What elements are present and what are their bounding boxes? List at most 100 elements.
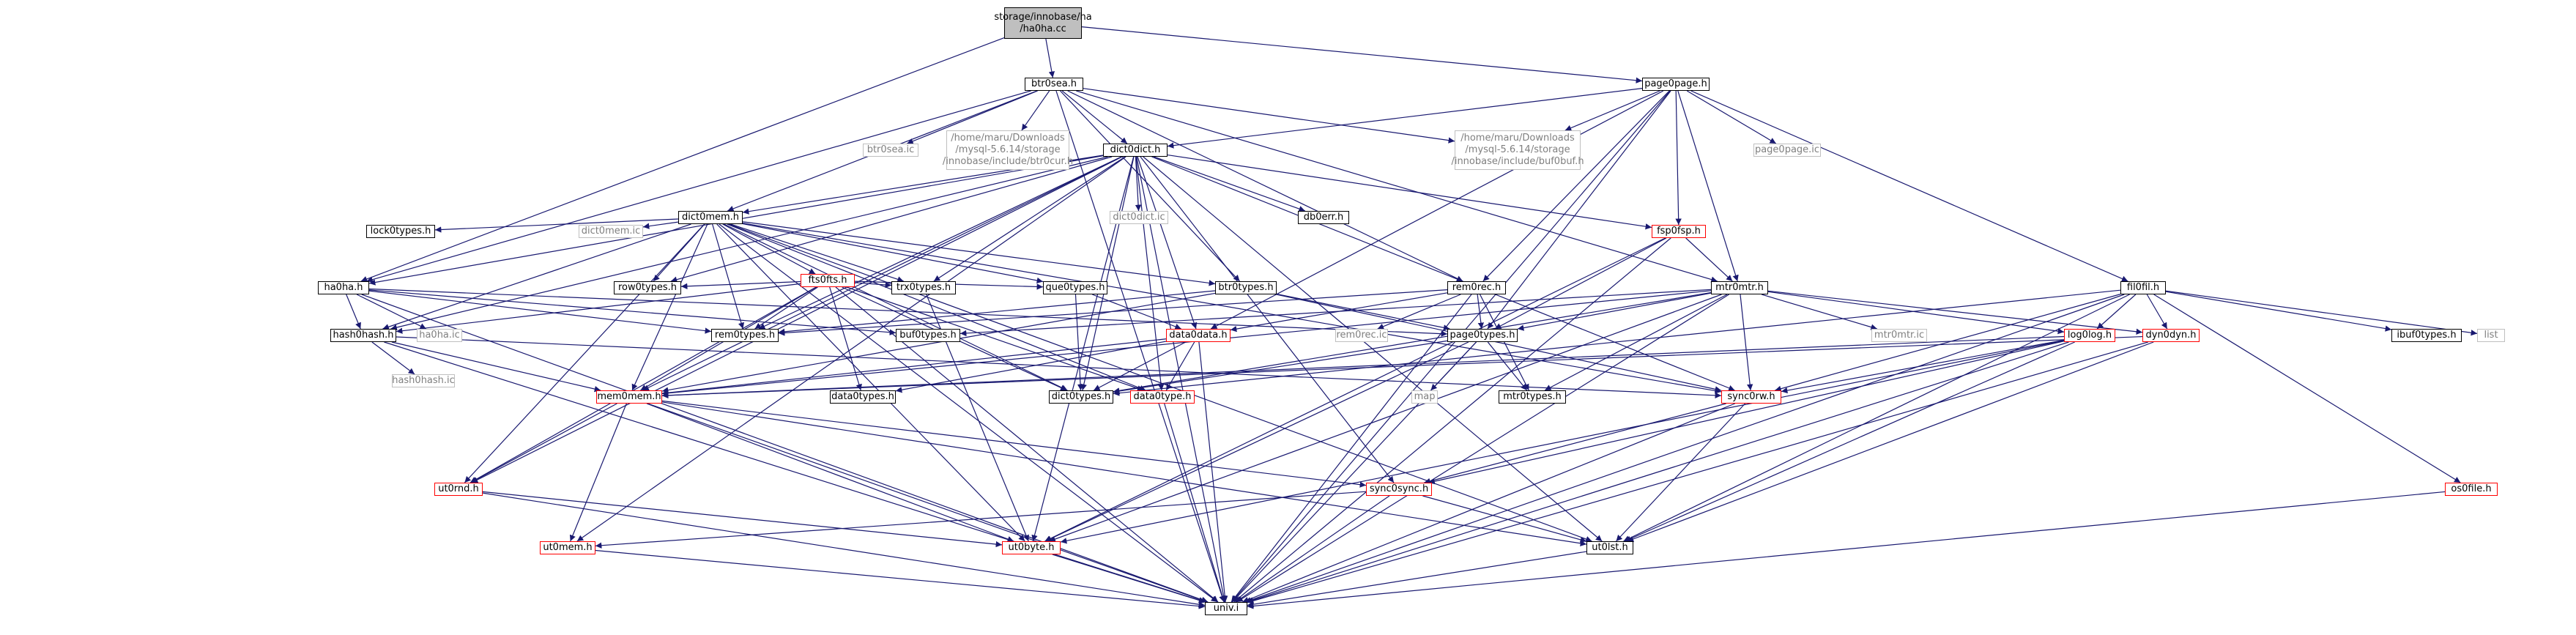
edge-dict0mem_h-to-fts0fts_h: [722, 223, 816, 275]
root-file-node: storage/innobase/ha /ha0ha.cc: [994, 7, 1092, 39]
edge-dict0mem_h-to-sync0rw_h: [742, 222, 1722, 394]
edge-data0type_h-to-univ_i: [1164, 403, 1225, 603]
edge-dict0mem_h-to-mem0mem_h: [631, 223, 708, 391]
univ-i-node[interactable]: univ.i: [1205, 602, 1247, 615]
log0log-h-node[interactable]: log0log.h: [2064, 329, 2115, 342]
page0page-h-node[interactable]: page0page.h: [1642, 78, 1710, 91]
edge-rem0rec_h-to-page0types_h: [1477, 294, 1485, 330]
edge-log0log_h-to-ut0lst_h: [1625, 341, 2075, 542]
ibuf0types-h-node[interactable]: ibuf0types.h: [2391, 329, 2462, 342]
rem0rec-h-node[interactable]: rem0rec.h: [1447, 281, 1506, 294]
edge-fts0fts_h-to-row0types_h: [680, 281, 801, 289]
edge-mtr0mtr_h-to-ut0byte_h: [1049, 294, 1722, 543]
edge-dyn0dyn_h-to-univ_i: [1247, 341, 2149, 604]
dict0types-h-node[interactable]: dict0types.h: [1049, 390, 1113, 404]
data0types-h-node[interactable]: data0types.h: [830, 390, 896, 404]
edge-sync0sync_h-to-univ_i: [1235, 495, 1390, 603]
edge-btr0sea_h-to-rem0rec_h: [1067, 90, 1463, 282]
os0file-h-node[interactable]: os0file.h: [2445, 483, 2498, 496]
edge-dict0dict_h-to-ut0rnd_h: [471, 156, 1123, 483]
edge-page0types_h-to-univ_i: [1232, 341, 1477, 603]
edge-mem0mem_h-to-ut0mem_h: [569, 403, 627, 542]
edge-mtr0mtr_h-to-mtr0types_h: [1544, 294, 1728, 391]
map-node: map: [1411, 390, 1438, 404]
edge-fts0fts_h-to-trx0types_h: [854, 281, 892, 289]
edge-btr0types_h-to-mem0mem_h: [661, 292, 1216, 393]
edge-que0types_h-to-dict0types_h: [1074, 294, 1084, 391]
edge-ha0ha_h-to-hash0hash_h: [346, 294, 361, 330]
fsp0fsp-h-node[interactable]: fsp0fsp.h: [1652, 225, 1706, 238]
edge-root-to-btr0sea_h: [1045, 38, 1055, 78]
rem0types-h-node[interactable]: rem0types.h: [711, 329, 779, 342]
edge-fil0fil_h-to-univ_i: [1244, 294, 2125, 604]
buf0buf-h-node: /home/maru/Downloads /mysql-5.6.14/stora…: [1451, 130, 1584, 170]
dict0mem-h-node[interactable]: dict0mem.h: [678, 211, 743, 224]
edge-dict0mem_h-to-btr0types_h: [742, 221, 1216, 286]
fil0fil-h-node[interactable]: fil0fil.h: [2120, 281, 2166, 294]
dyn0dyn-h-node[interactable]: dyn0dyn.h: [2142, 329, 2200, 342]
edge-mem0mem_h-to-sync0sync_h: [661, 400, 1367, 488]
edge-mem0mem_h-to-ut0rnd_h: [470, 403, 617, 483]
ut0lst-h-node[interactable]: ut0lst.h: [1586, 541, 1633, 554]
edge-dict0dict_h-to-rem0types_h: [758, 156, 1122, 330]
edge-fil0fil_h-to-os0file_h: [2153, 294, 2461, 483]
edge-data0data_h-to-mem0mem_h: [661, 338, 1167, 396]
edge-hash0hash_h-to-univ_i: [384, 341, 1206, 604]
btr0types-h-node[interactable]: btr0types.h: [1215, 281, 1277, 294]
db0err-h-node[interactable]: db0err.h: [1298, 211, 1349, 224]
edge-log0log_h-to-sync0sync_h: [1428, 341, 2065, 485]
btr0cur-h-node: /home/maru/Downloads /mysql-5.6.14/stora…: [943, 130, 1073, 170]
ut0mem-h-node[interactable]: ut0mem.h: [540, 541, 595, 554]
edge-rem0rec_h-to-rem0types_h: [778, 289, 1448, 336]
edge-dict0dict_h-to-db0err_h: [1153, 156, 1306, 212]
edge-ha0ha_h-to-buf0types_h: [368, 289, 897, 335]
row0types-h-node[interactable]: row0types.h: [614, 281, 681, 294]
ut0byte-h-node[interactable]: ut0byte.h: [1002, 541, 1061, 554]
edge-ut0byte_h-to-univ_i: [1052, 554, 1206, 604]
sync0sync-h-node[interactable]: sync0sync.h: [1366, 483, 1432, 496]
lock0types-h-node[interactable]: lock0types.h: [366, 225, 435, 238]
que0types-h-node[interactable]: que0types.h: [1043, 281, 1107, 294]
edge-dict0dict_h-to-dict0dict_ic: [1135, 156, 1142, 212]
edge-ha0ha_h-to-page0types_h: [368, 288, 1448, 337]
edge-dict0dict_h-to-row0types_h: [670, 156, 1113, 283]
edge-ha0ha_h-to-rem0types_h: [368, 290, 712, 334]
edge-os0file_h-to-univ_i: [1247, 491, 2446, 609]
edge-dict0mem_h-to-data0type_h: [727, 223, 1146, 391]
mtr0mtr-h-node[interactable]: mtr0mtr.h: [1711, 281, 1768, 294]
edge-page0page_h-to-univ_i: [1231, 90, 1671, 603]
edge-data0data_h-to-dict0types_h: [1093, 341, 1187, 391]
mtr0types-h-node[interactable]: mtr0types.h: [1499, 390, 1566, 404]
edge-ha0ha_h-to-univ_i: [361, 294, 1209, 604]
edge-page0page_h-to-rem0rec_h: [1482, 90, 1670, 282]
ha0ha-h-node[interactable]: ha0ha.h: [318, 281, 369, 294]
sync0rw-h-node[interactable]: sync0rw.h: [1721, 390, 1781, 404]
edge-log0log_h-to-sync0rw_h: [1781, 339, 2065, 394]
edge-page0page_h-to-fil0fil_h: [1690, 90, 2128, 282]
edge-dict0mem_h-to-ut0lst_h: [728, 223, 1592, 543]
edge-dict0mem_h-to-dict0types_h: [724, 223, 1068, 391]
buf0types-h-node[interactable]: buf0types.h: [896, 329, 960, 342]
page0types-h-node[interactable]: page0types.h: [1447, 329, 1518, 342]
btr0sea-h-node[interactable]: btr0sea.h: [1025, 78, 1083, 91]
edge-dyn0dyn_h-to-ut0lst_h: [1627, 341, 2154, 542]
edge-dict0dict_h-to-data0data_h: [1137, 156, 1198, 330]
edge-data0data_h-to-data0type_h: [1165, 341, 1195, 391]
edge-mtr0mtr_h-to-mtr0mtr_ic: [1762, 294, 1877, 330]
edge-fil0fil_h-to-dyn0dyn_h: [2146, 294, 2168, 330]
edge-fts0fts_h-to-data0types_h: [829, 286, 862, 391]
edge-ut0lst_h-to-univ_i: [1247, 551, 1587, 608]
edge-fts0fts_h-to-rem0types_h: [754, 286, 818, 330]
edge-mtr0mtr_h-to-mem0mem_h: [661, 290, 1712, 396]
data0type-h-node[interactable]: data0type.h: [1130, 390, 1195, 404]
data0data-h-node[interactable]: data0data.h: [1166, 329, 1231, 342]
edge-page0page_h-to-mtr0mtr_h: [1677, 90, 1739, 282]
edge-page0page_h-to-data0data_h: [1210, 90, 1664, 330]
fts0fts-h-node[interactable]: fts0fts.h: [801, 274, 855, 287]
dict0dict-h-node[interactable]: dict0dict.h: [1103, 144, 1168, 157]
hash0hash-h-node[interactable]: hash0hash.h: [330, 329, 396, 342]
edge-ha0ha_h-to-ha0ha_ic: [356, 294, 427, 330]
mem0mem-h-node[interactable]: mem0mem.h: [596, 390, 662, 404]
trx0types-h-node[interactable]: trx0types.h: [891, 281, 956, 294]
ut0rnd-h-node[interactable]: ut0rnd.h: [434, 483, 483, 496]
